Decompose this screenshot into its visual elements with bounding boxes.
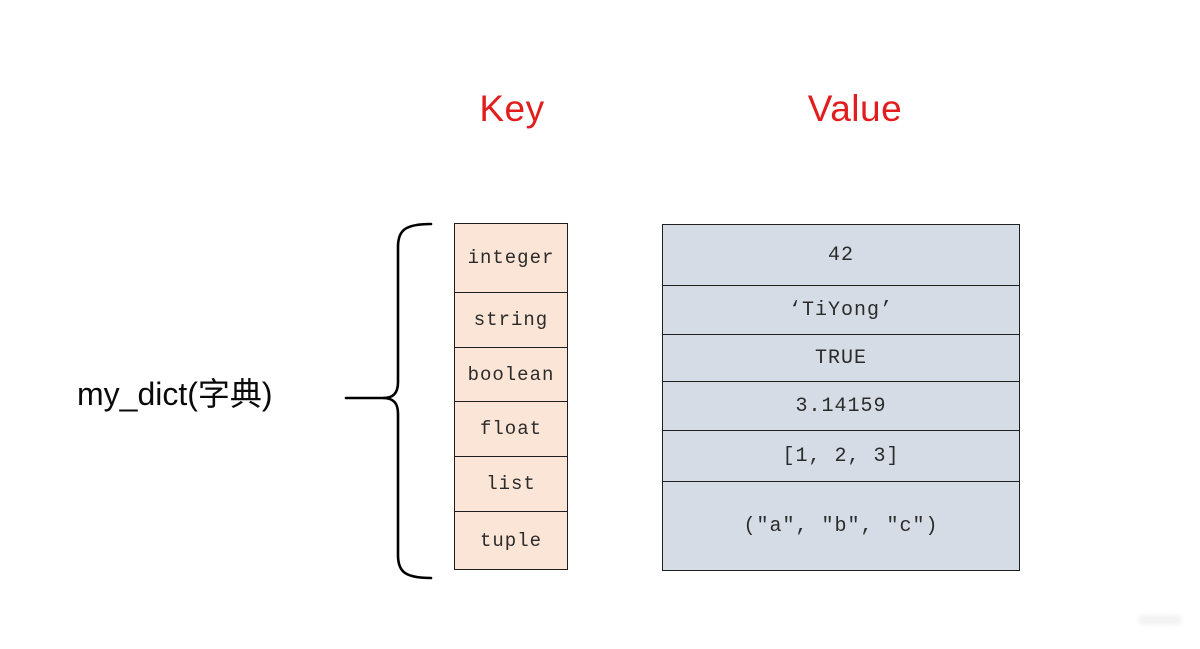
key-column-header: Key bbox=[479, 88, 545, 129]
watermark-remnant bbox=[1138, 615, 1182, 625]
key-cell: string bbox=[455, 292, 567, 347]
key-cell: integer bbox=[467, 247, 555, 269]
key-cell: list bbox=[455, 456, 567, 511]
value-cell: 42 bbox=[827, 243, 854, 267]
key-cell: boolean bbox=[455, 347, 567, 401]
value-cell: 3.14159 bbox=[663, 381, 1019, 430]
key-cell: tuple bbox=[455, 511, 567, 569]
value-cell: ‘TiYong’ bbox=[663, 285, 1019, 334]
key-column: integer string boolean float list tuple bbox=[454, 223, 568, 570]
key-cell: float bbox=[455, 401, 567, 456]
curly-brace-icon bbox=[344, 222, 433, 580]
value-column: 42 ‘TiYong’ TRUE 3.14159 [1, 2, 3] (″a″,… bbox=[662, 224, 1020, 571]
value-cell: TRUE bbox=[663, 334, 1019, 381]
value-column-header: Value bbox=[807, 88, 903, 129]
value-cell: [1, 2, 3] bbox=[663, 430, 1019, 481]
dict-name-label: my_dict(字典) bbox=[77, 376, 273, 412]
value-cell: (″a″, ″b″, ″c″) bbox=[663, 481, 1019, 570]
